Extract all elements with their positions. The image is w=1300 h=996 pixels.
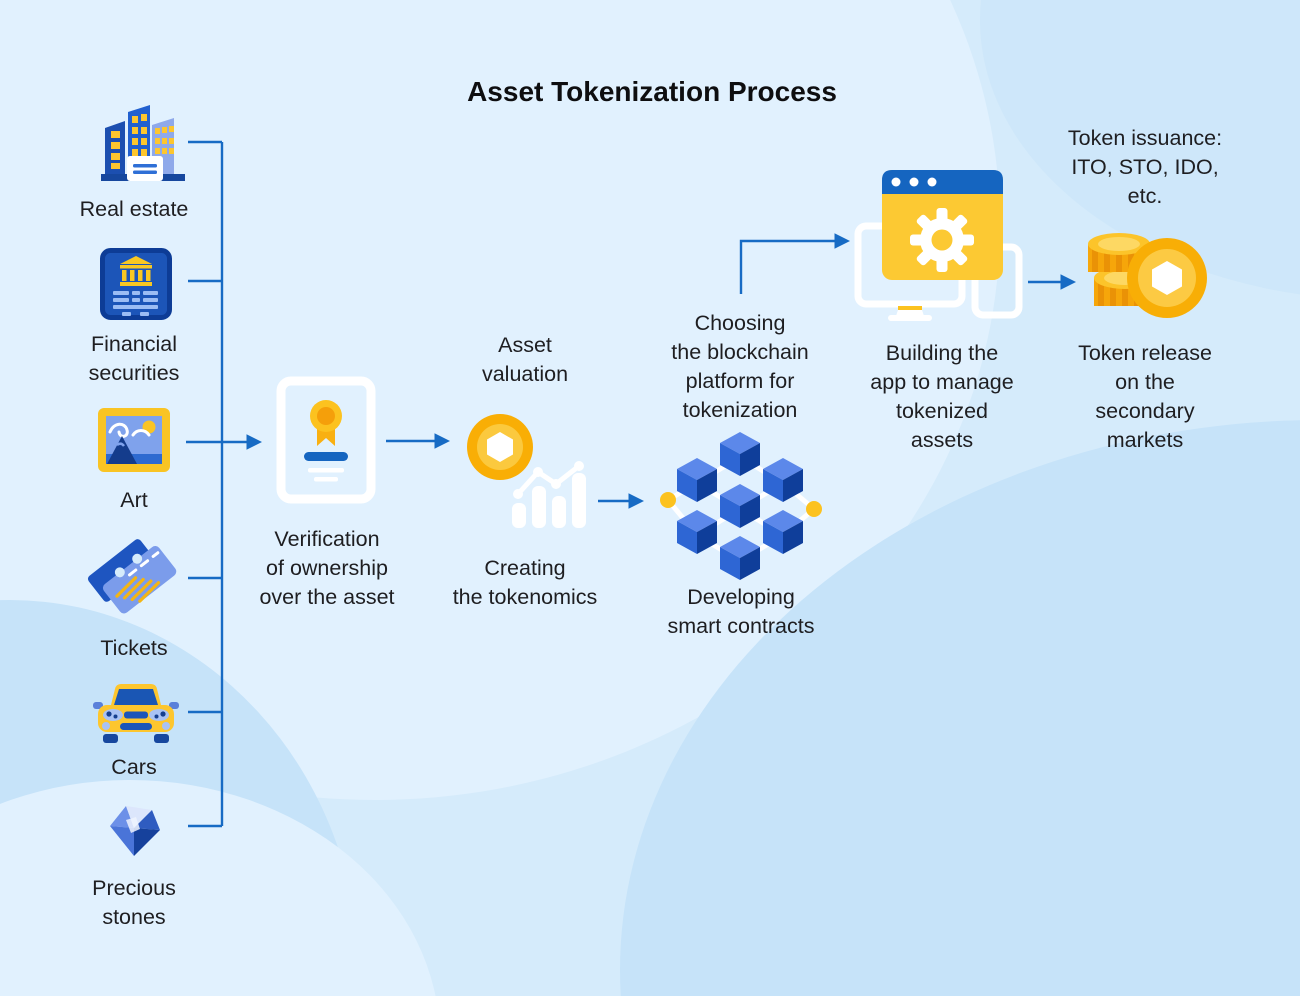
coins-stack-icon xyxy=(1080,222,1210,322)
coin-chart-icon xyxy=(462,408,590,534)
tickets-icon xyxy=(87,534,185,626)
label-art: Art xyxy=(120,488,148,512)
label-token-release: Token release on the secondary markets xyxy=(1078,341,1212,452)
label-verification: Verification of ownership over the asset xyxy=(259,527,395,609)
buildings-icon xyxy=(95,98,200,188)
framed-painting-icon xyxy=(97,407,171,473)
browser-gear-icon xyxy=(852,160,1024,328)
label-smart-contracts: Developing smart contracts xyxy=(667,585,815,638)
label-asset-valuation: Asset valuation xyxy=(481,333,569,386)
background-blob xyxy=(0,780,440,996)
label-cars: Cars xyxy=(111,755,157,779)
label-platform: Choosing the blockchain platform for tok… xyxy=(671,311,809,422)
blockchain-cubes-icon xyxy=(648,425,828,585)
label-financial-securities: Financial securities xyxy=(88,332,180,385)
page-title: Asset Tokenization Process xyxy=(467,76,837,107)
label-tokenomics: Creating the tokenomics xyxy=(452,556,598,609)
diamond-icon xyxy=(104,800,164,860)
certificate-icon xyxy=(276,376,376,504)
car-icon xyxy=(92,679,180,745)
label-real-estate: Real estate xyxy=(79,197,189,221)
label-build-app: Building the app to manage tokenized ass… xyxy=(870,341,1014,452)
bank-document-icon xyxy=(100,248,172,320)
label-tickets: Tickets xyxy=(100,636,168,660)
label-token-issuance: Token issuance: ITO, STO, IDO, etc. xyxy=(1067,126,1223,208)
label-precious-stones: Precious stones xyxy=(92,876,176,929)
